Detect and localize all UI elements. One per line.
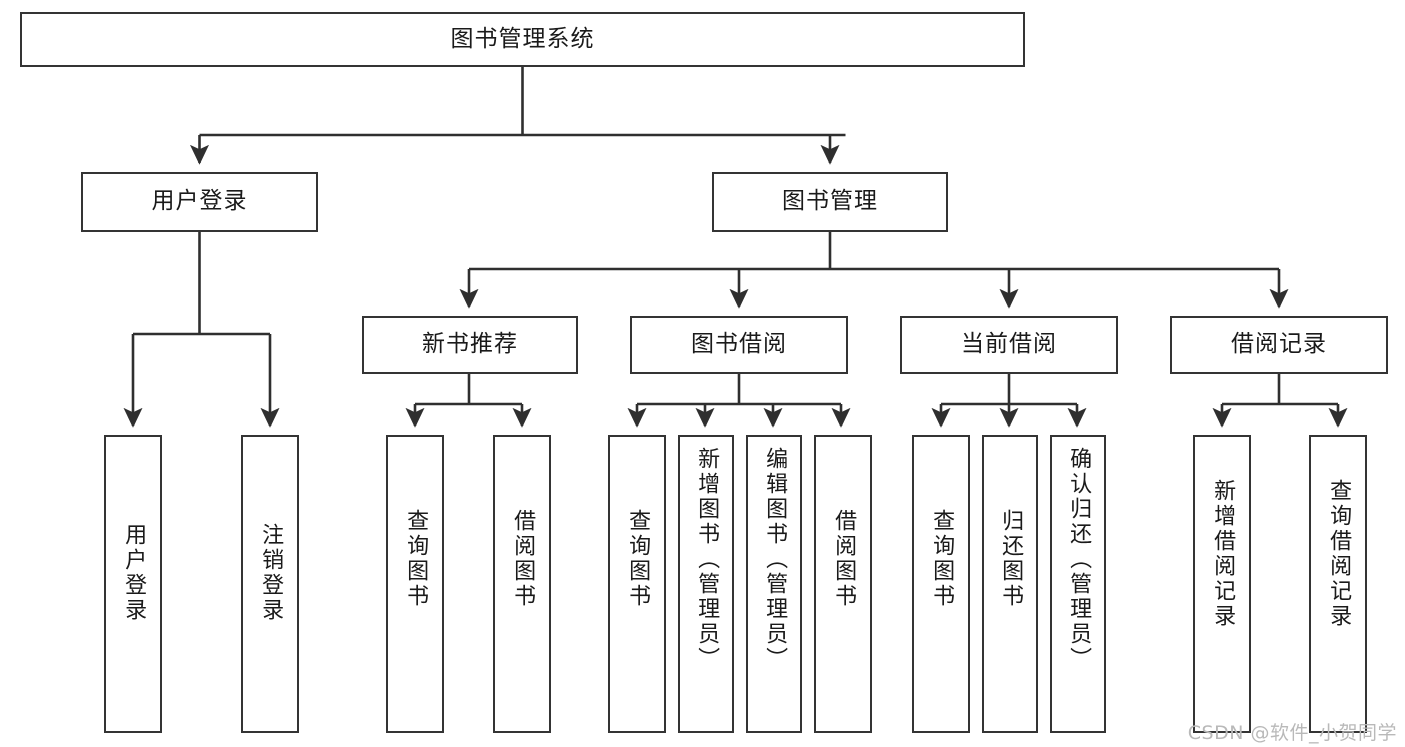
node-label: 用户登录 — [151, 188, 248, 215]
node-new-book-recommend[interactable]: 新书推荐 — [362, 316, 578, 374]
leaf-label: 查询图书 — [403, 509, 429, 609]
node-label: 图书管理 — [782, 188, 878, 215]
node-current-borrow[interactable]: 当前借阅 — [900, 316, 1118, 374]
leaf-query-book-newbook[interactable]: 查询图书 — [386, 435, 444, 733]
leaf-label: 新增图书（管理员） — [694, 447, 720, 672]
node-label: 当前借阅 — [961, 331, 1057, 358]
leaf-label: 查询借阅记录 — [1326, 479, 1352, 629]
leaf-logout[interactable]: 注销登录 — [241, 435, 299, 733]
leaf-label: 查询图书 — [929, 509, 955, 609]
node-label: 借阅记录 — [1231, 331, 1327, 358]
leaf-confirm-return-admin[interactable]: 确认归还（管理员） — [1050, 435, 1106, 733]
leaf-label: 新增借阅记录 — [1210, 479, 1236, 629]
node-borrow-record[interactable]: 借阅记录 — [1170, 316, 1388, 374]
leaf-label: 借阅图书 — [510, 509, 536, 609]
node-label: 图书管理系统 — [450, 25, 595, 52]
leaf-label: 查询图书 — [625, 509, 651, 609]
node-root-book-management-system[interactable]: 图书管理系统 — [20, 12, 1025, 67]
leaf-query-borrow-record[interactable]: 查询借阅记录 — [1309, 435, 1367, 733]
leaf-label: 借阅图书 — [831, 509, 857, 609]
leaf-add-book-admin[interactable]: 新增图书（管理员） — [678, 435, 734, 733]
node-label: 图书借阅 — [691, 331, 787, 358]
node-book-borrow[interactable]: 图书借阅 — [630, 316, 848, 374]
leaf-query-book-current[interactable]: 查询图书 — [912, 435, 970, 733]
leaf-user-login[interactable]: 用户登录 — [104, 435, 162, 733]
leaf-label: 确认归还（管理员） — [1066, 447, 1092, 672]
node-label: 新书推荐 — [422, 331, 518, 358]
leaf-edit-book-admin[interactable]: 编辑图书（管理员） — [746, 435, 802, 733]
leaf-return-book[interactable]: 归还图书 — [982, 435, 1038, 733]
node-book-management[interactable]: 图书管理 — [712, 172, 948, 232]
node-user-login[interactable]: 用户登录 — [81, 172, 318, 232]
leaf-label: 注销登录 — [258, 523, 284, 623]
leaf-query-book-borrow[interactable]: 查询图书 — [608, 435, 666, 733]
csdn-watermark: CSDN @软件_小贺同学 — [1187, 722, 1397, 744]
leaf-label: 归还图书 — [998, 509, 1024, 609]
leaf-borrow-book[interactable]: 借阅图书 — [814, 435, 872, 733]
leaf-add-borrow-record[interactable]: 新增借阅记录 — [1193, 435, 1251, 733]
leaf-borrow-book-newbook[interactable]: 借阅图书 — [493, 435, 551, 733]
leaf-label: 编辑图书（管理员） — [762, 447, 788, 672]
leaf-label: 用户登录 — [121, 523, 147, 623]
